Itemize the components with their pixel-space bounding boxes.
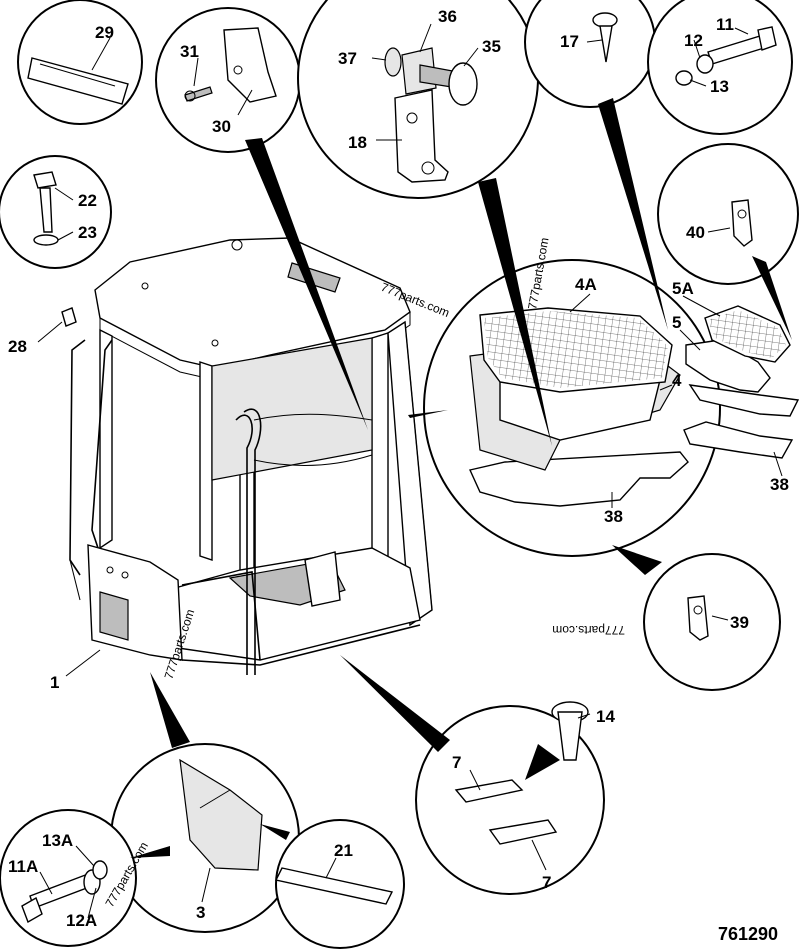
callout-3: 3 xyxy=(196,903,205,922)
callout-35: 35 xyxy=(482,37,501,56)
callout-38-seat: 38 xyxy=(604,507,623,526)
callout-7-bottom: 7 xyxy=(542,873,551,892)
detail-11-12-13 xyxy=(647,0,793,135)
callout-12: 12 xyxy=(684,31,703,50)
callout-4: 4 xyxy=(672,371,682,390)
detail-35-36-37-18 xyxy=(297,0,539,199)
part-38-cushion-strip xyxy=(683,421,794,459)
callout-21: 21 xyxy=(334,841,353,860)
callout-23: 23 xyxy=(78,223,97,242)
callout-1: 1 xyxy=(50,673,59,692)
callout-40: 40 xyxy=(686,223,705,242)
detail-22-23 xyxy=(0,155,112,269)
document-number: 761290 xyxy=(718,924,778,944)
detail-29 xyxy=(17,0,143,125)
callout-18: 18 xyxy=(348,133,367,152)
callout-29: 29 xyxy=(95,23,114,42)
detail-39 xyxy=(643,553,781,691)
detail-11a-12a-13a xyxy=(0,809,137,947)
connector-wedges xyxy=(130,98,792,858)
detail-30-31 xyxy=(155,7,301,153)
callout-13: 13 xyxy=(710,77,729,96)
callout-39: 39 xyxy=(730,613,749,632)
callout-28: 28 xyxy=(8,337,27,356)
callout-37: 37 xyxy=(338,49,357,68)
detail-7-14 xyxy=(415,701,605,895)
part-28 xyxy=(61,307,77,327)
callout-14: 14 xyxy=(596,707,615,726)
callout-12a: 12A xyxy=(66,911,97,930)
callout-5a: 5A xyxy=(672,279,694,298)
detail-17 xyxy=(524,0,656,108)
callout-labels: 29 31 30 37 36 35 18 17 11 12 13 40 22 2… xyxy=(8,7,789,930)
detail-40 xyxy=(657,143,799,285)
callout-36: 36 xyxy=(438,7,457,26)
callout-7-top: 7 xyxy=(452,753,461,772)
watermark-lower: 777parts.com xyxy=(552,623,625,637)
callout-38-strip: 38 xyxy=(770,475,789,494)
callout-13a: 13A xyxy=(42,831,73,850)
callout-17: 17 xyxy=(560,32,579,51)
part-5a xyxy=(704,305,791,363)
detail-21 xyxy=(274,819,405,949)
callout-11a: 11A xyxy=(8,857,38,876)
callout-11: 11 xyxy=(716,15,734,34)
callout-30: 30 xyxy=(212,117,231,136)
leader-lines xyxy=(37,23,783,919)
callout-5: 5 xyxy=(672,313,681,332)
callout-4a: 4A xyxy=(575,275,597,294)
cab-assembly xyxy=(69,237,433,675)
detail-seat-cushions xyxy=(423,259,721,557)
callout-31: 31 xyxy=(180,42,199,61)
callout-22: 22 xyxy=(78,191,97,210)
